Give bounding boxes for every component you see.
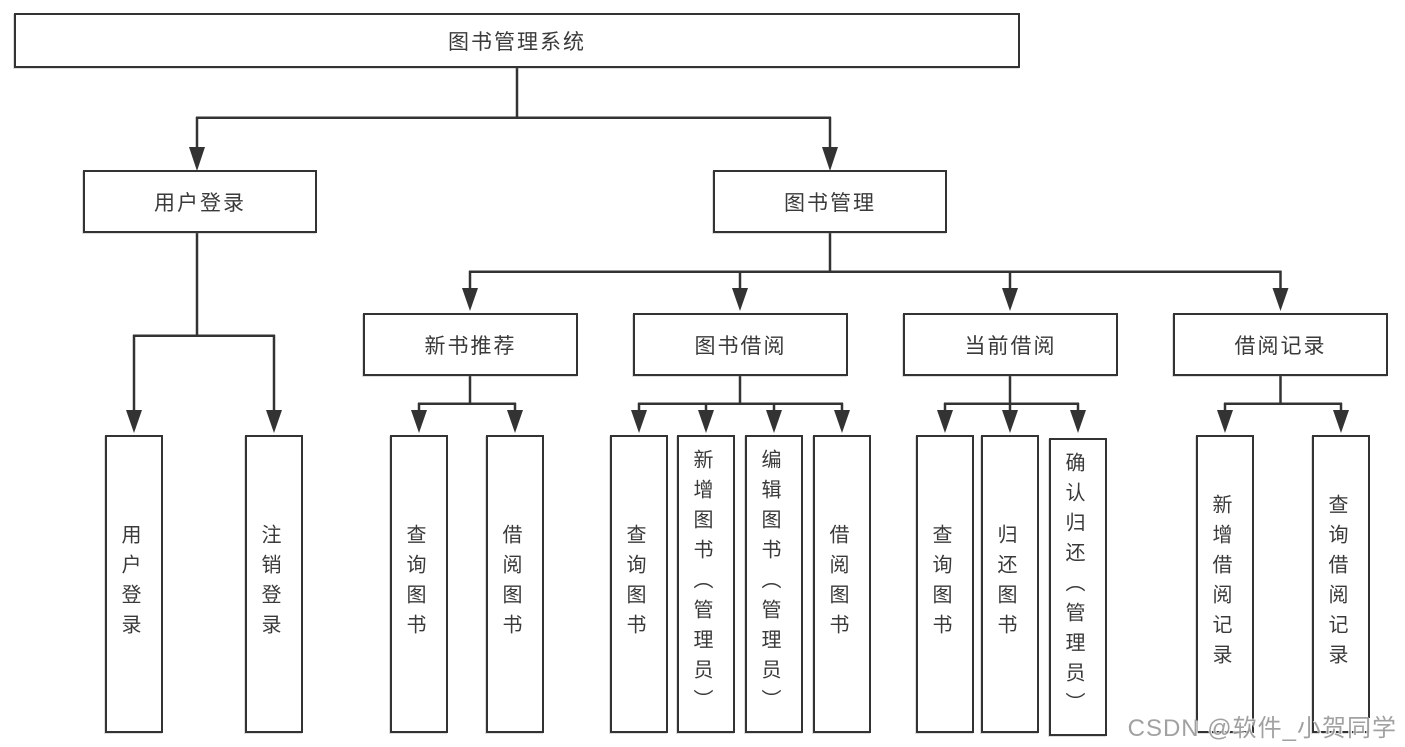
leaf-user-login: 用户登录 [105,435,163,733]
leaf-label: 新增图书（管理员） [690,449,712,719]
leaf-logout: 注销登录 [245,435,303,733]
leaf-label: 查询图书 [929,524,951,644]
leaf-confirm-return-admin: 确认归还（管理员） [1049,438,1107,736]
node-root: 图书管理系统 [14,13,1020,68]
node-root-label: 图书管理系统 [448,30,586,54]
leaf-label: 编辑图书（管理员） [758,449,780,719]
leaf-label: 确认归还（管理员） [1062,452,1084,722]
node-book-management: 图书管理 [713,170,947,233]
node-borrow-records: 借阅记录 [1173,313,1388,376]
leaf-query-books-1: 查询图书 [390,435,448,733]
leaf-label: 新增借阅记录 [1209,494,1231,674]
node-current-borrow: 当前借阅 [903,313,1118,376]
connector-records [1223,376,1343,412]
node-new-book-recommend: 新书推荐 [363,313,578,376]
connector-book-mgmt [468,233,1282,292]
leaf-label: 查询图书 [623,524,645,644]
leaf-add-borrow-record: 新增借阅记录 [1196,435,1254,733]
connector-user-login [132,233,276,412]
leaf-query-borrow-record: 查询借阅记录 [1312,435,1370,733]
connector-root [195,68,832,150]
connector-new-book [417,376,517,412]
leaf-label: 用户登录 [118,524,140,644]
leaf-label: 注销登录 [258,524,280,644]
leaf-label: 归还图书 [994,524,1016,644]
leaf-edit-book-admin: 编辑图书（管理员） [745,435,803,733]
node-book-borrow-label: 图书借阅 [694,334,787,358]
leaf-return-books: 归还图书 [981,435,1039,733]
leaf-label: 借阅图书 [499,524,521,644]
node-borrow-records-label: 借阅记录 [1234,334,1327,358]
leaf-label: 查询借阅记录 [1325,494,1347,674]
node-book-borrow: 图书借阅 [633,313,848,376]
node-book-management-label: 图书管理 [784,191,876,215]
leaf-query-books-3: 查询图书 [916,435,974,733]
leaf-query-books-2: 查询图书 [610,435,668,733]
connector-current [943,376,1080,412]
leaf-add-book-admin: 新增图书（管理员） [677,435,735,733]
leaf-label: 借阅图书 [826,524,848,644]
node-current-borrow-label: 当前借阅 [964,334,1057,358]
leaf-label: 查询图书 [403,524,425,644]
node-user-login-label: 用户登录 [154,191,246,215]
node-new-book-recommend-label: 新书推荐 [424,334,517,358]
node-user-login: 用户登录 [83,170,317,233]
leaf-borrow-books-2: 借阅图书 [813,435,871,733]
leaf-borrow-books-1: 借阅图书 [486,435,544,733]
connector-borrow [637,376,844,412]
csdn-watermark: CSDN @软件_小贺同学 [1127,715,1397,742]
